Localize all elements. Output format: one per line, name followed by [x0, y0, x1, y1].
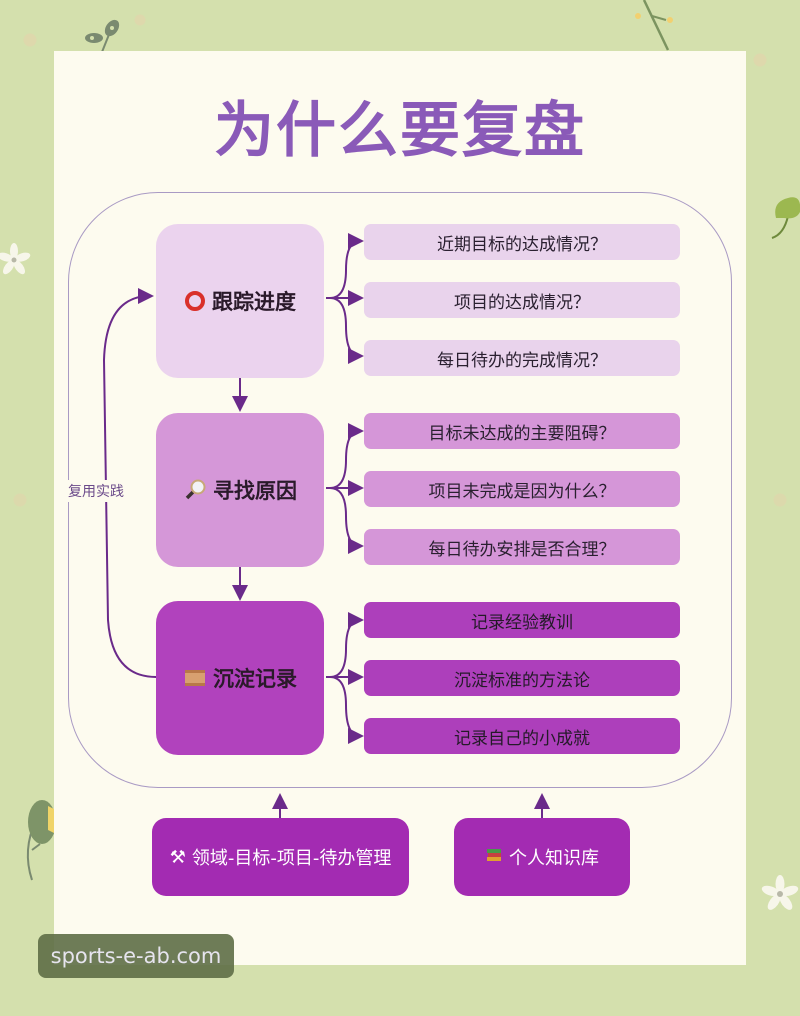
bottom-label: 领域-目标-项目-待办管理	[191, 848, 392, 869]
loop-label: 复用实践	[66, 480, 126, 502]
stage-find-cause: 寻找原因	[156, 413, 324, 567]
watermark: sports-e-ab.com	[38, 934, 234, 978]
stage-label: 寻找原因	[213, 479, 297, 503]
stage-item: 记录自己的小成就	[364, 718, 680, 754]
stage-record: 沉淀记录	[156, 601, 324, 755]
stage-item: 项目的达成情况？	[364, 282, 680, 318]
flower-icon	[761, 875, 799, 910]
twig-icon	[635, 0, 673, 51]
knowledge-base-box: 个人知识库	[454, 818, 630, 896]
stage-label: 跟踪进度	[212, 290, 296, 314]
stage-track-progress: 跟踪进度	[156, 224, 324, 378]
stage-item: 记录经验教训	[364, 602, 680, 638]
domain-goal-project-todo-box: ⚒ 领域-目标-项目-待办管理	[152, 818, 409, 896]
books-icon	[485, 846, 503, 869]
flower-icon	[0, 243, 31, 275]
magnifier-icon	[183, 478, 207, 502]
stage-label: 沉淀记录	[213, 667, 297, 691]
stage-item: 项目未完成是因为什么？	[364, 471, 680, 507]
hammer-pick-icon: ⚒	[169, 846, 186, 868]
stage-item: 目标未达成的主要阻碍？	[364, 413, 680, 449]
stage-item: 每日待办安排是否合理？	[364, 529, 680, 565]
scroll-icon	[183, 667, 207, 689]
stage-item: 每日待办的完成情况？	[364, 340, 680, 376]
bottom-label: 个人知识库	[509, 848, 599, 869]
clover-leaf-icon	[771, 197, 800, 239]
page-title: 为什么要复盘	[214, 96, 586, 166]
stage-item: 近期目标的达成情况？	[364, 224, 680, 260]
stage-item: 沉淀标准的方法论	[364, 660, 680, 696]
red-circle-icon	[184, 290, 206, 312]
